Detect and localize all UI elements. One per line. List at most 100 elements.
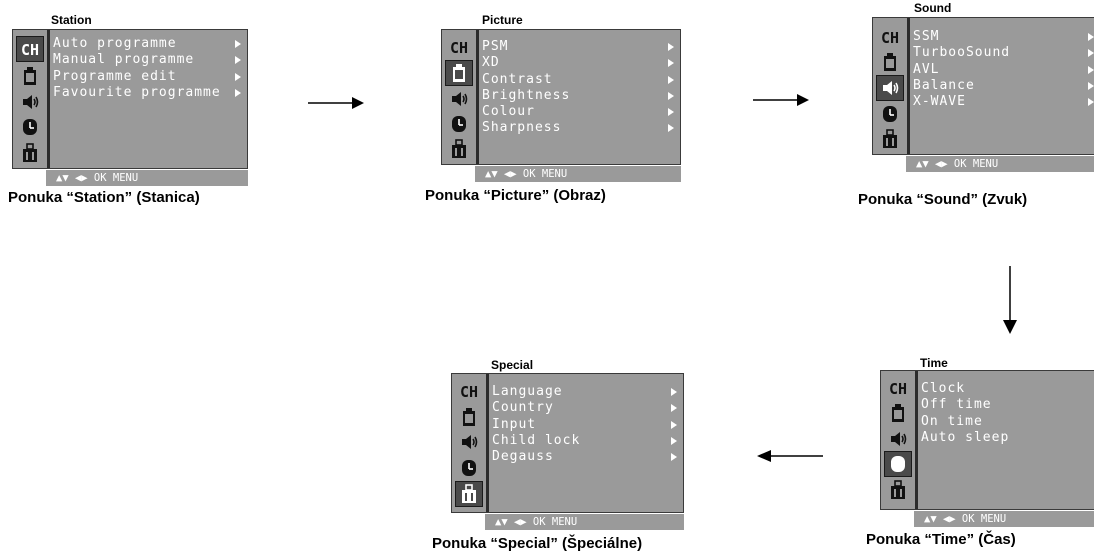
menu-item-label: Auto sleep	[921, 429, 1010, 445]
svg-text:CH: CH	[881, 29, 899, 47]
channel-icon[interactable]: CH	[884, 375, 912, 401]
menu-caption: Ponuka “Time” (Čas)	[866, 531, 1016, 548]
menu-item-label: Balance	[913, 77, 975, 93]
channel-icon[interactable]: CH	[876, 24, 904, 50]
menu-item[interactable]: Clock	[921, 381, 1088, 397]
arrow-right-icon	[1088, 33, 1094, 41]
menu-title: Picture	[482, 13, 523, 27]
help-bar: ▲▼ ◀▶ OK MENU	[914, 511, 1094, 527]
menu-item[interactable]: Brightness	[482, 88, 674, 104]
menu-item[interactable]: Auto programme	[53, 36, 241, 52]
special-icon[interactable]	[16, 140, 44, 166]
menu-item-label: Auto programme	[53, 36, 177, 51]
arrow-right-icon	[235, 88, 241, 97]
menu-item[interactable]: X-WAVE	[913, 94, 1094, 110]
menu-item-label: AVL	[913, 61, 940, 77]
menu-item-label: Brightness	[482, 87, 571, 103]
icon-strip: CH	[13, 30, 50, 168]
arrow-right-icon	[671, 388, 677, 396]
sound-icon[interactable]	[876, 75, 904, 101]
menu-item-label: SSM	[913, 29, 940, 44]
special-icon[interactable]	[876, 126, 904, 152]
menu-item-label: Clock	[921, 381, 966, 396]
menu-item[interactable]: Off time	[921, 397, 1088, 413]
menu-frame: CH Auto programme Manual programme Progr…	[12, 29, 248, 169]
menu-item[interactable]: Balance	[913, 78, 1094, 94]
sound-icon[interactable]	[455, 429, 483, 455]
icon-strip: CH	[452, 374, 489, 512]
arrow-left-flow-icon	[757, 450, 823, 462]
menu-item[interactable]: Colour	[482, 104, 674, 120]
menu-item[interactable]: Input	[492, 417, 677, 433]
menu-item[interactable]: AVL	[913, 62, 1094, 78]
menu-item-label: XD	[482, 55, 500, 71]
menu-item-label: Child lock	[492, 432, 581, 448]
arrow-right-icon	[235, 40, 241, 48]
time-icon[interactable]	[445, 111, 473, 137]
arrow-right-icon	[1088, 81, 1094, 90]
time-icon[interactable]	[876, 101, 904, 127]
menu-item[interactable]: Manual programme	[53, 52, 241, 68]
sound-icon[interactable]	[16, 89, 44, 115]
help-bar: ▲▼ ◀▶ OK MENU	[485, 514, 684, 530]
menu-item[interactable]: XD	[482, 55, 674, 71]
sound-icon[interactable]	[884, 426, 912, 452]
picture-icon[interactable]	[445, 60, 473, 86]
picture-icon[interactable]	[16, 63, 44, 89]
menu-item[interactable]: On time	[921, 414, 1088, 430]
arrow-right-icon	[668, 59, 674, 68]
menu-items: SSM TurbooSound AVL Balance X-WAVE	[913, 29, 1094, 110]
icon-strip: CH	[873, 18, 910, 154]
time-icon[interactable]	[455, 455, 483, 481]
picture-icon[interactable]	[876, 49, 904, 75]
arrow-right-icon	[1088, 98, 1094, 107]
channel-icon[interactable]: CH	[455, 378, 483, 404]
help-bar: ▲▼ ◀▶ OK MENU	[906, 156, 1094, 172]
menu-item[interactable]: Programme edit	[53, 69, 241, 85]
help-bar: ▲▼ ◀▶ OK MENU	[475, 166, 681, 182]
arrow-right-icon	[668, 75, 674, 84]
time-icon[interactable]	[884, 451, 912, 477]
menu-item[interactable]: Auto sleep	[921, 430, 1088, 446]
svg-text:CH: CH	[460, 383, 478, 401]
menu-item[interactable]: TurbooSound	[913, 45, 1094, 61]
arrow-right-icon	[671, 436, 677, 445]
menu-item[interactable]: PSM	[482, 39, 674, 55]
channel-icon[interactable]: CH	[16, 36, 44, 62]
menu-item[interactable]: Language	[492, 384, 677, 400]
menu-item-label: On time	[921, 413, 983, 429]
menu-item-label: Off time	[921, 397, 992, 413]
menu-item[interactable]: Degauss	[492, 449, 677, 465]
menu-frame: CH Clock Off time On time Auto sleep	[880, 370, 1094, 510]
menu-item[interactable]: Country	[492, 400, 677, 416]
menu-items: PSM XD Contrast Brightness Colour Sharpn…	[482, 39, 674, 137]
svg-text:CH: CH	[450, 39, 468, 57]
menu-items: Clock Off time On time Auto sleep	[921, 381, 1088, 446]
special-icon[interactable]	[884, 477, 912, 503]
menu-item[interactable]: SSM	[913, 29, 1094, 45]
menu-item-label: Favourite programme	[53, 84, 221, 100]
menu-item-label: X-WAVE	[913, 94, 966, 110]
icon-strip: CH	[881, 371, 918, 509]
picture-icon[interactable]	[884, 400, 912, 426]
arrow-right-icon	[668, 91, 674, 100]
menu-item[interactable]: Favourite programme	[53, 85, 241, 101]
menu-frame: CH PSM XD Contrast Brightness Colour Sha…	[441, 29, 681, 165]
special-icon[interactable]	[455, 481, 483, 507]
arrow-right-icon	[668, 43, 674, 51]
special-icon[interactable]	[445, 136, 473, 162]
channel-icon[interactable]: CH	[445, 34, 473, 60]
menu-title: Time	[920, 356, 948, 370]
menu-item-label: Colour	[482, 104, 535, 120]
sound-icon[interactable]	[445, 86, 473, 112]
arrow-right-icon	[235, 72, 241, 81]
menu-item-label: Degauss	[492, 449, 554, 465]
time-icon[interactable]	[16, 114, 44, 140]
menu-item[interactable]: Sharpness	[482, 120, 674, 136]
arrow-right-flow-icon	[753, 94, 809, 106]
picture-icon[interactable]	[455, 404, 483, 430]
arrow-right-icon	[671, 420, 677, 429]
menu-item[interactable]: Child lock	[492, 433, 677, 449]
arrow-right-flow-icon	[308, 97, 364, 109]
menu-item[interactable]: Contrast	[482, 72, 674, 88]
